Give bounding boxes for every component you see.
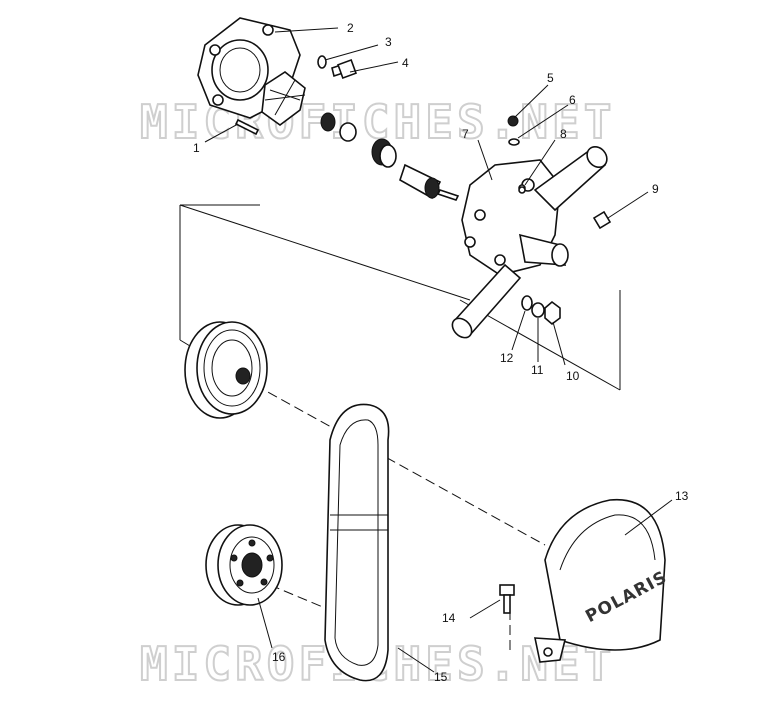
callout-numbers: 2 3 4 1 5 6 7 8 9 10 11 12 13 14 15 16 [193, 21, 689, 684]
side-outlet [518, 233, 569, 267]
bolt-4 [331, 59, 357, 79]
callout-11: 11 [531, 363, 544, 377]
bolt-14 [499, 584, 515, 614]
drive-belt [324, 403, 390, 682]
callout-13: 13 [675, 489, 689, 503]
callout-16: 16 [272, 650, 286, 664]
callout-2: 2 [347, 21, 354, 35]
dowel-pin [234, 118, 260, 136]
outlet-pipe [533, 145, 608, 212]
impeller [261, 71, 306, 126]
crank-pulley [205, 524, 283, 606]
callout-10: 10 [566, 369, 580, 383]
nut-9 [592, 210, 612, 230]
washer-3 [317, 55, 327, 69]
belt-cover: POLARIS [534, 498, 671, 663]
callout-14: 14 [442, 611, 456, 625]
leader-lines [204, 27, 673, 673]
callout-3: 3 [385, 35, 392, 49]
screw-5 [507, 115, 519, 127]
callout-9: 9 [652, 182, 659, 196]
callout-1: 1 [193, 141, 200, 155]
pump-pulley [184, 321, 268, 419]
nut-10 [544, 300, 561, 326]
bleed-screw-8 [518, 186, 526, 194]
lock-washer-11 [531, 302, 545, 318]
shaft-seal [320, 112, 397, 168]
pump-shaft [399, 163, 460, 201]
callout-6: 6 [569, 93, 576, 107]
alignment-lines [179, 204, 621, 650]
washer-12 [521, 295, 533, 311]
callout-8: 8 [560, 127, 567, 141]
washer-6 [508, 138, 520, 146]
callout-4: 4 [402, 56, 409, 70]
callout-15: 15 [434, 670, 448, 684]
inlet-pipe [451, 263, 522, 339]
callout-12: 12 [500, 351, 514, 365]
callout-5: 5 [547, 71, 554, 85]
callout-7: 7 [462, 127, 469, 141]
